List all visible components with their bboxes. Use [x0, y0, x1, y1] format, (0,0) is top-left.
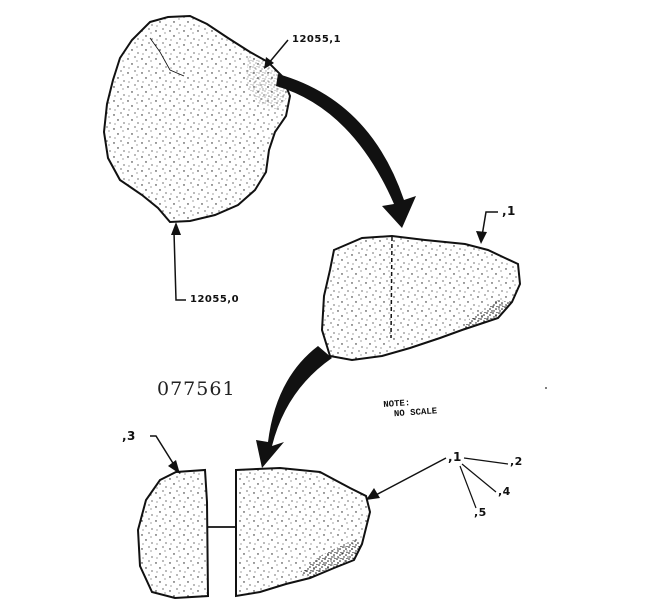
saw-cut-line — [390, 236, 393, 339]
parent-rock-upper-knob — [246, 55, 287, 110]
slab-rock-outline — [320, 234, 522, 362]
leader-parent-top — [264, 39, 289, 69]
parent-rock-crack — [149, 37, 185, 77]
piece-1 — [235, 466, 372, 598]
leader-piece-1 — [366, 457, 447, 500]
label-piece-3: ,3 — [122, 429, 136, 443]
curved-arrow-2 — [256, 346, 332, 468]
label-slab: ,1 — [502, 204, 516, 218]
parent-rock — [102, 14, 292, 224]
split-leaders — [459, 457, 509, 509]
label-split-5: ,5 — [474, 506, 487, 519]
accession-stamp: 077561 — [157, 378, 236, 400]
label-piece-1: ,1 — [448, 450, 462, 464]
piece-3-outline — [136, 468, 210, 600]
page-speck — [545, 387, 547, 389]
leader-slab — [476, 211, 498, 244]
parent-rock-outline — [102, 14, 292, 224]
piece-3 — [136, 468, 210, 600]
label-parent-top: 12055,1 — [292, 34, 342, 45]
curved-arrow-1 — [276, 74, 416, 228]
piece-1-dark-corner — [300, 540, 362, 578]
label-parent-bottom: 12055,0 — [190, 294, 240, 305]
label-split-2: ,2 — [510, 455, 523, 468]
label-split-4: ,4 — [498, 485, 511, 498]
slab-rock-dark-corner — [462, 300, 510, 330]
slab-rock — [320, 234, 522, 362]
leader-parent-bottom — [171, 222, 186, 301]
note-block: NOTE: NO SCALE — [383, 396, 437, 420]
leader-piece-3 — [150, 435, 180, 474]
piece-1-outline — [235, 466, 372, 598]
